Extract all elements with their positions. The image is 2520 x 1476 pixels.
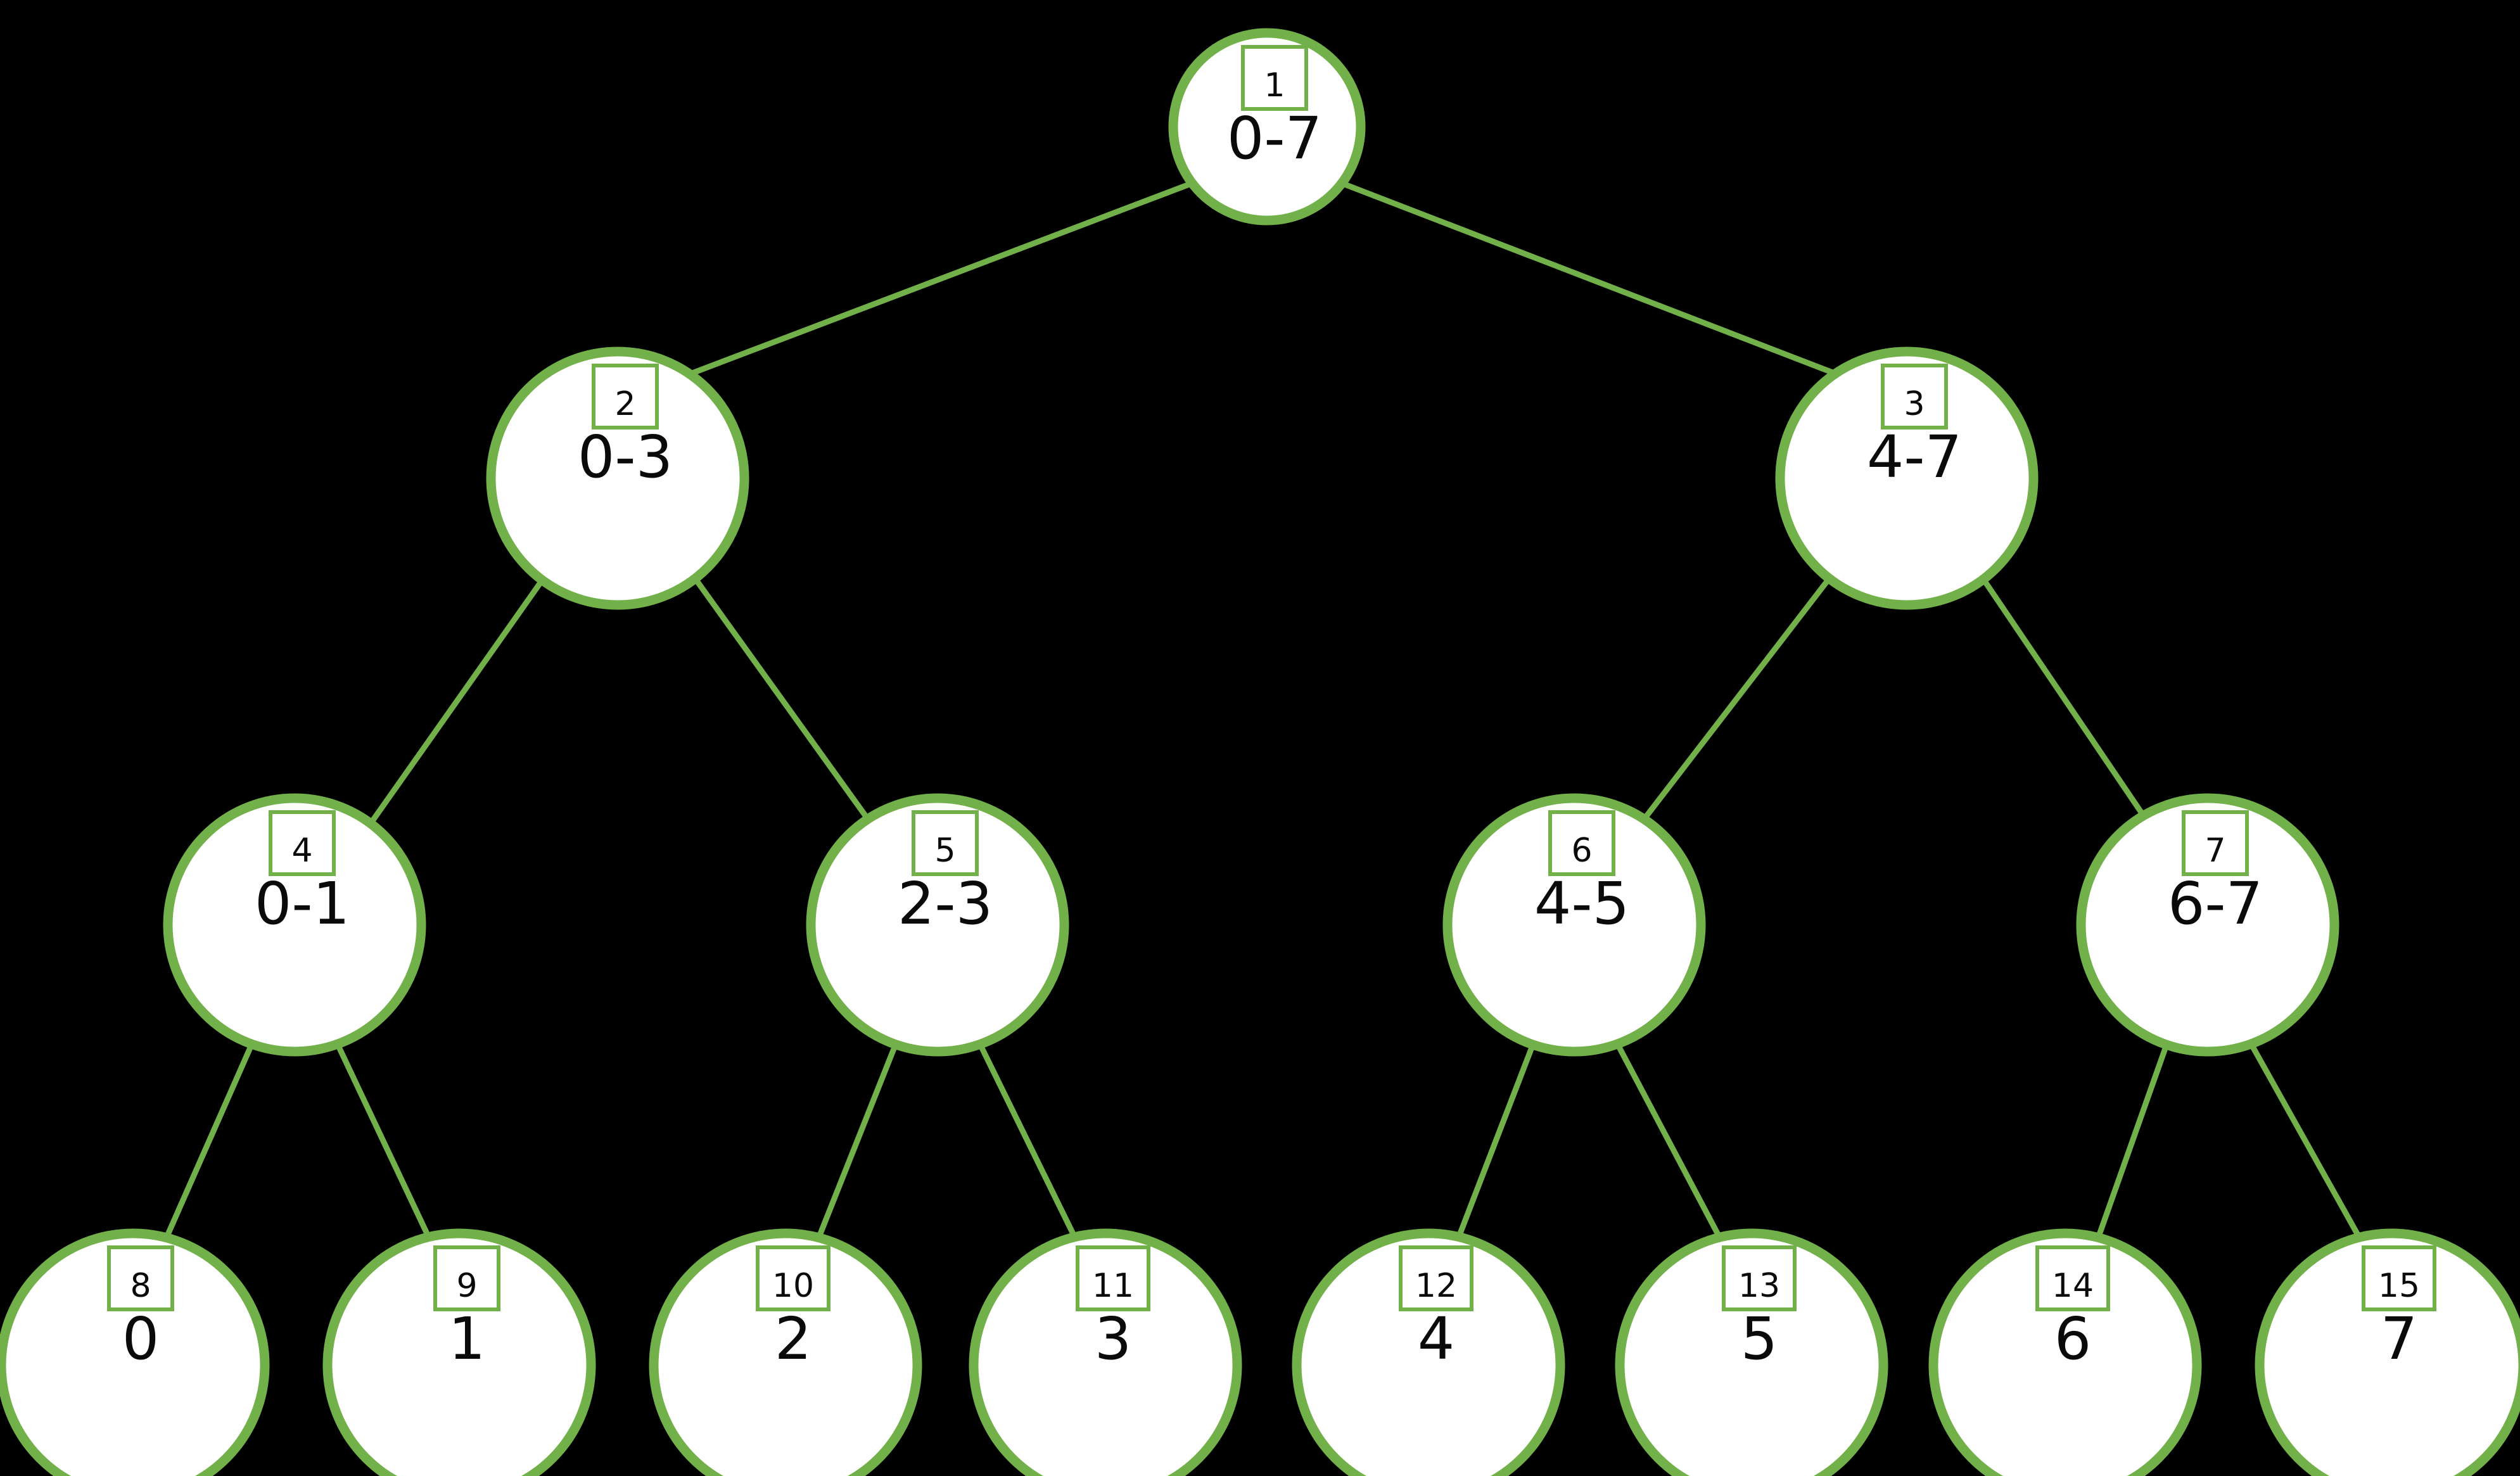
node-index-box-8 — [107, 1245, 174, 1311]
node-circle-1 — [1168, 28, 1366, 226]
tree-edge-6-12 — [1454, 1036, 1539, 1243]
tree-edge-1-2 — [689, 181, 1192, 377]
tree-edge-2-5 — [691, 575, 874, 825]
tree-node-13[interactable]: 135 — [1615, 1228, 1888, 1476]
node-circle-6 — [1442, 793, 1706, 1057]
tree-edge-6-13 — [1612, 1036, 1724, 1244]
node-circle-4 — [163, 793, 426, 1057]
node-index-label-13: 13 — [1738, 1267, 1780, 1305]
node-circle-14 — [1928, 1228, 2202, 1476]
node-range-label-6: 4-5 — [1534, 870, 1629, 938]
tree-edge-5-10 — [814, 1036, 901, 1243]
node-index-label-1: 1 — [1264, 67, 1285, 105]
node-index-label-9: 9 — [456, 1267, 477, 1305]
tree-node-7[interactable]: 76-7 — [2076, 793, 2339, 1057]
node-index-box-2 — [592, 364, 659, 429]
node-index-label-14: 14 — [2052, 1267, 2094, 1305]
node-index-box-14 — [2035, 1245, 2110, 1311]
node-index-label-15: 15 — [2378, 1267, 2420, 1305]
node-index-box-13 — [1722, 1245, 1797, 1311]
node-range-label-11: 3 — [1095, 1305, 1132, 1373]
tree-node-12[interactable]: 124 — [1292, 1228, 1565, 1476]
node-range-label-10: 2 — [775, 1305, 812, 1373]
node-index-label-7: 7 — [2205, 832, 2225, 870]
tree-node-14[interactable]: 146 — [1928, 1228, 2202, 1476]
node-index-box-1 — [1241, 45, 1308, 111]
node-range-label-14: 6 — [2054, 1305, 2092, 1373]
node-range-label-13: 5 — [1741, 1305, 1778, 1373]
node-index-box-9 — [433, 1245, 500, 1311]
node-index-box-6 — [1548, 810, 1615, 876]
tree-edge-7-14 — [2094, 1036, 2172, 1243]
node-range-label-7: 6-7 — [2168, 870, 2263, 938]
node-range-label-5: 2-3 — [898, 870, 993, 938]
node-index-box-12 — [1399, 1245, 1473, 1311]
node-index-label-2: 2 — [614, 385, 635, 423]
tree-node-5[interactable]: 52-3 — [806, 793, 1069, 1057]
node-index-box-4 — [269, 810, 336, 876]
node-circle-10 — [649, 1228, 922, 1476]
node-index-label-12: 12 — [1415, 1267, 1457, 1305]
tree-edge-5-11 — [974, 1036, 1080, 1243]
node-range-label-9: 1 — [449, 1305, 486, 1373]
node-range-label-4: 0-1 — [255, 870, 350, 938]
node-circle-12 — [1292, 1228, 1565, 1476]
edge-group — [162, 181, 2364, 1244]
tree-edge-1-3 — [1342, 181, 1837, 377]
node-index-label-6: 6 — [1571, 832, 1592, 870]
node-circle-9 — [322, 1228, 596, 1476]
tree-node-1[interactable]: 10-7 — [1168, 28, 1366, 226]
node-index-label-11: 11 — [1092, 1267, 1134, 1305]
node-range-label-2: 0-3 — [578, 423, 673, 491]
node-range-label-1: 0-7 — [1227, 105, 1322, 172]
node-range-label-12: 4 — [1418, 1305, 1455, 1373]
tree-node-6[interactable]: 64-5 — [1442, 793, 1706, 1057]
tree-edge-3-7 — [1979, 575, 2151, 825]
node-circle-11 — [969, 1228, 1242, 1476]
tree-node-10[interactable]: 102 — [649, 1228, 922, 1476]
tree-node-15[interactable]: 157 — [2255, 1228, 2520, 1476]
tree-node-9[interactable]: 91 — [322, 1228, 596, 1476]
node-group: 10-720-334-740-152-364-576-7809110211312… — [0, 28, 2520, 1476]
node-circle-5 — [806, 793, 1069, 1057]
tree-node-11[interactable]: 113 — [969, 1228, 1242, 1476]
node-circle-15 — [2255, 1228, 2520, 1476]
node-circle-2 — [486, 347, 749, 610]
node-index-box-3 — [1881, 364, 1948, 429]
tree-edge-2-4 — [368, 575, 547, 825]
tree-edge-4-8 — [162, 1036, 258, 1243]
node-index-box-15 — [2362, 1245, 2436, 1311]
node-circle-13 — [1615, 1228, 1888, 1476]
node-index-label-10: 10 — [772, 1267, 814, 1305]
node-range-label-15: 7 — [2381, 1305, 2418, 1373]
node-index-box-7 — [2182, 810, 2249, 876]
node-circle-8 — [0, 1228, 270, 1476]
node-range-label-8: 0 — [122, 1305, 160, 1373]
node-index-label-5: 5 — [934, 832, 955, 870]
tree-edge-4-9 — [331, 1036, 434, 1243]
node-index-label-8: 8 — [130, 1267, 151, 1305]
tree-node-2[interactable]: 20-3 — [486, 347, 749, 610]
node-index-box-5 — [912, 810, 979, 876]
tree-edge-7-15 — [2245, 1036, 2364, 1244]
tree-node-3[interactable]: 34-7 — [1775, 347, 2039, 610]
node-index-label-3: 3 — [1904, 385, 1925, 423]
node-index-box-11 — [1076, 1245, 1150, 1311]
tree-node-4[interactable]: 40-1 — [163, 793, 426, 1057]
node-index-box-10 — [756, 1245, 830, 1311]
node-circle-7 — [2076, 793, 2339, 1057]
tree-edge-3-6 — [1638, 575, 1833, 825]
tree-node-8[interactable]: 80 — [0, 1228, 270, 1476]
node-index-label-4: 4 — [291, 832, 312, 870]
node-range-label-3: 4-7 — [1867, 423, 1962, 491]
node-circle-3 — [1775, 347, 2039, 610]
